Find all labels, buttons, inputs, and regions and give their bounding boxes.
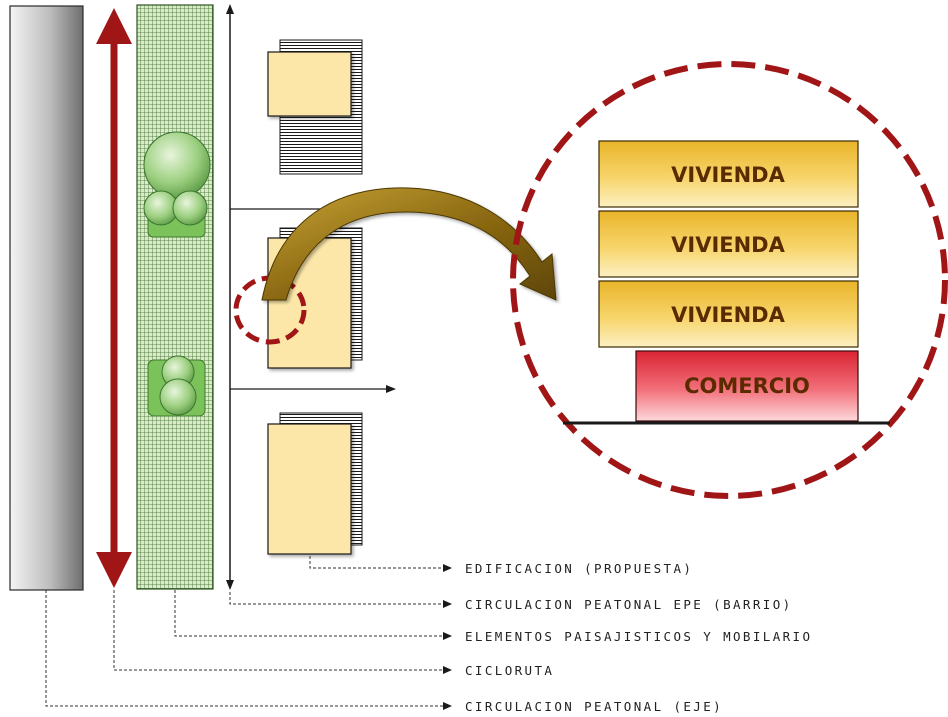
vivienda-floor: VIVIENDA <box>598 280 859 348</box>
pedestrian-axis-column <box>9 5 84 591</box>
building-block <box>267 39 363 175</box>
legend-elementos-paisajisticos: ELEMENTOS PAISAJISTICOS Y MOBILARIO <box>465 629 812 644</box>
vivienda-floor: VIVIENDA <box>598 140 859 208</box>
building-block <box>267 412 363 555</box>
legend-circulacion-epe: CIRCULACION PEATONAL EPE (BARRIO) <box>465 597 793 612</box>
landscape-strip <box>136 4 214 590</box>
tree-icon <box>147 355 206 417</box>
vivienda-label: VIVIENDA <box>671 233 785 257</box>
tree-icon <box>143 131 211 238</box>
curved-arrow-icon <box>261 187 557 301</box>
double-arrow-icon <box>96 8 132 588</box>
zoom-circle <box>510 61 948 499</box>
legend-circulacion-eje: CIRCULACION PEATONAL (EJE) <box>465 699 723 714</box>
legend-arrowheads <box>443 564 452 710</box>
vivienda-floor: VIVIENDA <box>598 210 859 278</box>
comercio-floor: COMERCIO <box>635 350 859 422</box>
legend-cicloruta: CICLORUTA <box>465 663 554 678</box>
vivienda-label: VIVIENDA <box>671 163 785 187</box>
comercio-label: COMERCIO <box>684 374 810 398</box>
legend-edificacion: EDIFICACION (PROPUESTA) <box>465 561 693 576</box>
vivienda-label: VIVIENDA <box>671 303 785 327</box>
legend-leaders <box>45 556 444 707</box>
